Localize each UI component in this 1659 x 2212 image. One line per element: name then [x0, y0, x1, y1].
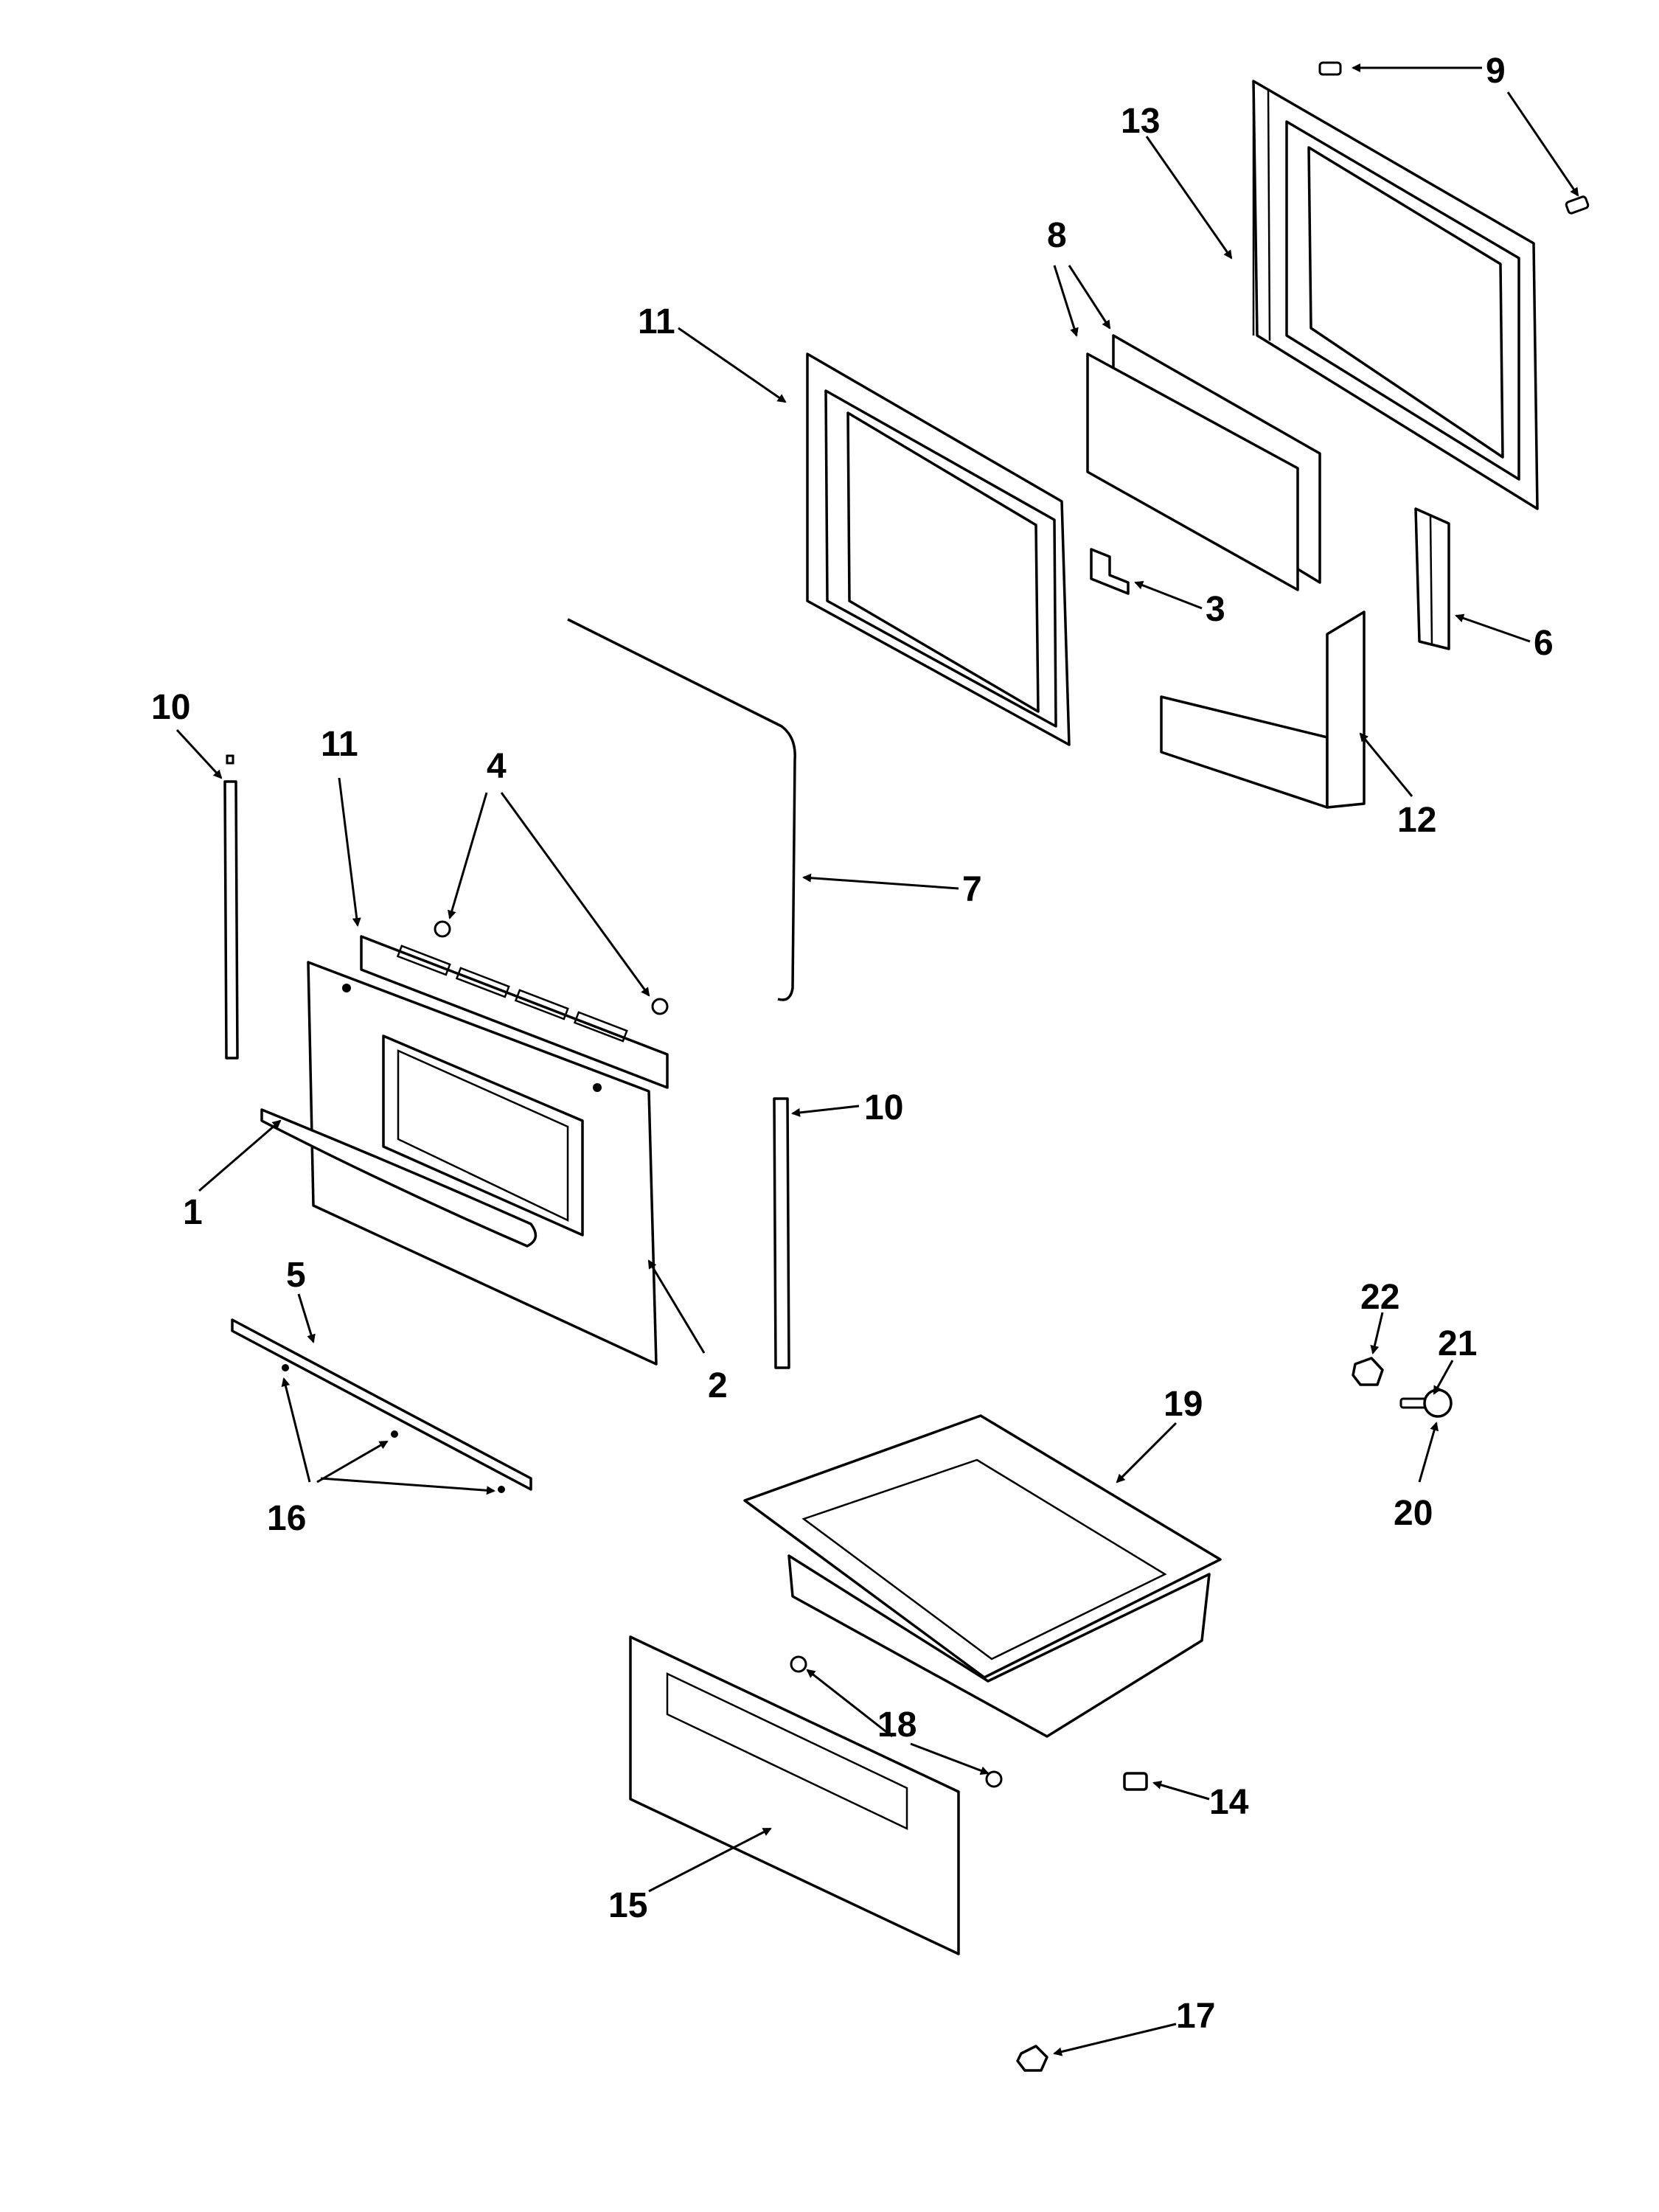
part-8-glass-panels	[1086, 334, 1321, 591]
part-16-drawer-front	[629, 1635, 960, 1955]
callout-19: 18	[877, 1705, 917, 1745]
part-13-insulation	[1160, 611, 1366, 809]
callout-17: 16	[267, 1499, 306, 1538]
callout-4: 4	[487, 747, 507, 786]
callout-22: 21	[1438, 1324, 1477, 1363]
part-2-outer-door	[307, 961, 658, 1366]
callout-2: 2	[708, 1366, 728, 1405]
part-3-bracket	[1090, 548, 1130, 595]
part-10-side-trim-right	[773, 1097, 790, 1369]
part-4-screws	[434, 920, 669, 1015]
callout-labels: 9 13 8 11 3 6 12 7 10 11 4 10 1 2 5 16 1…	[151, 52, 1554, 2036]
callout-16: 15	[608, 1886, 647, 1925]
callout-10a: 10	[151, 688, 190, 727]
callout-10b: 10	[864, 1088, 903, 1127]
callout-11: 11	[321, 725, 358, 764]
callout-6: 6	[1534, 624, 1554, 663]
part-7-gasket	[567, 618, 796, 1001]
part-11-vent-trim	[360, 935, 669, 1089]
leader-lines	[175, 63, 1579, 2056]
callout-1: 1	[183, 1193, 203, 1232]
callout-15: 14	[1209, 1783, 1249, 1822]
callout-5: 5	[286, 1256, 306, 1295]
part-19-screws	[790, 1655, 1003, 1788]
callout-7: 7	[962, 870, 982, 909]
part-6-hinge-bracket	[1414, 507, 1450, 650]
part-22-part-21-bolt	[1399, 1388, 1453, 1418]
part-14-door-frame	[1252, 80, 1539, 510]
part-9-screws	[1318, 61, 1590, 215]
part-23-nut	[1352, 1357, 1384, 1386]
callout-18: 17	[1176, 1997, 1215, 2036]
callout-9: 9	[1486, 52, 1506, 91]
callout-12: 11	[638, 302, 675, 341]
part-1-handle	[260, 1108, 538, 1248]
callout-23: 22	[1360, 1278, 1399, 1317]
callout-8: 8	[1047, 216, 1067, 255]
callout-21: 20	[1394, 1494, 1433, 1533]
part-18-nut	[1016, 2045, 1048, 2072]
part-10-side-trim-left	[223, 754, 239, 1060]
part-20-drawer	[743, 1414, 1222, 1738]
callout-3: 3	[1206, 590, 1225, 629]
callout-14: 13	[1121, 102, 1160, 141]
callout-13: 12	[1397, 801, 1436, 840]
part-12-inner-door-panel	[806, 352, 1071, 746]
callout-20: 19	[1164, 1385, 1203, 1424]
part-17-screws	[282, 1364, 505, 1493]
part-15-pad	[1123, 1772, 1148, 1791]
part-5-bottom-trim	[231, 1318, 532, 1491]
